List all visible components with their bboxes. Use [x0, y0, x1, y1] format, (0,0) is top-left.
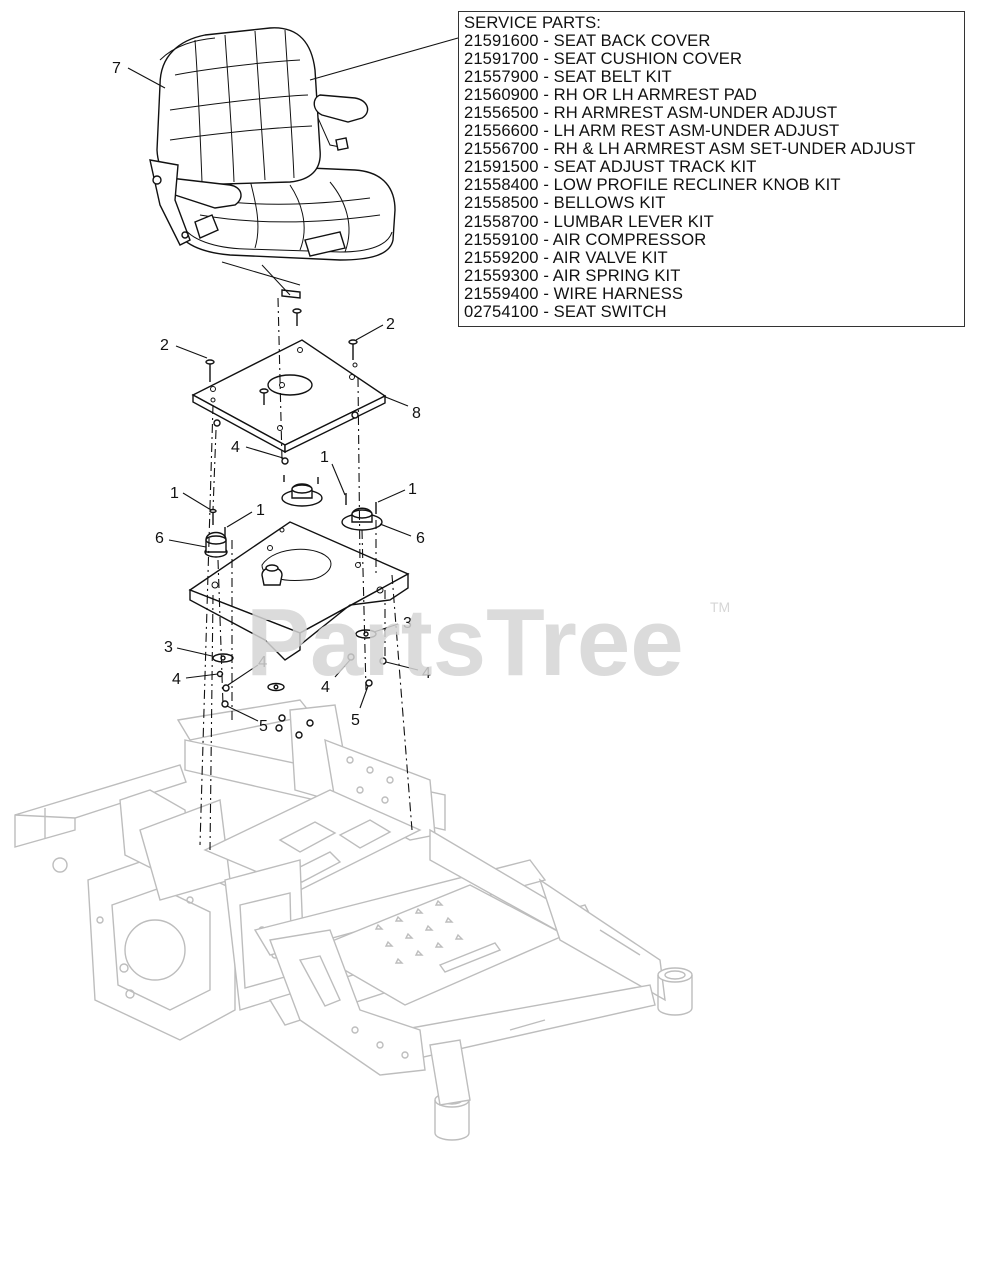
service-part-item: 21591600 - SEAT BACK COVER — [464, 31, 711, 51]
watermark-tm: TM — [710, 599, 730, 615]
service-part-item: 21558700 - LUMBAR LEVER KIT — [464, 211, 714, 231]
fasteners — [209, 411, 387, 739]
callout-2-left: 2 — [160, 337, 169, 354]
callout-2-right: 2 — [386, 316, 395, 333]
callout-6-left: 6 — [155, 530, 164, 547]
service-part-item: 21559200 - AIR VALVE KIT — [464, 247, 668, 267]
service-parts-box: SERVICE PARTS: 21591600 - SEAT BACK COVE… — [458, 11, 965, 327]
service-parts-title: SERVICE PARTS: — [464, 13, 601, 32]
service-part-item: 21558500 - BELLOWS KIT — [464, 193, 666, 213]
carriage-bolts — [205, 308, 358, 405]
service-part-item: 21591500 - SEAT ADJUST TRACK KIT — [464, 157, 757, 177]
seat-assembly — [149, 27, 396, 299]
service-part-item: 21556700 - RH & LH ARMREST ASM SET-UNDER… — [464, 139, 916, 159]
callout-4-top: 4 — [231, 439, 240, 456]
service-part-item: 02754100 - SEAT SWITCH — [464, 301, 667, 321]
service-part-item: 21559300 - AIR SPRING KIT — [464, 265, 681, 285]
callout-leaders — [127, 37, 459, 722]
service-part-item: 21558400 - LOW PROFILE RECLINER KNOB KIT — [464, 175, 841, 195]
partstree-watermark: PartsTree TM — [246, 589, 730, 696]
callout-4-left-a: 4 — [172, 671, 181, 688]
service-part-item: 21556500 - RH ARMREST ASM-UNDER ADJUST — [464, 103, 838, 123]
service-part-item: 21559100 - AIR COMPRESSOR — [464, 229, 707, 249]
callout-7: 7 — [112, 60, 121, 77]
callout-1-left-b: 1 — [256, 502, 265, 519]
service-part-item: 21591700 - SEAT CUSHION COVER — [464, 49, 743, 69]
callout-1-center: 1 — [320, 449, 329, 466]
callout-8: 8 — [412, 405, 421, 422]
assembly-centerlines — [199, 297, 413, 851]
callout-4-center: 4 — [321, 679, 330, 696]
service-part-item: 21557900 - SEAT BELT KIT — [464, 67, 672, 87]
watermark-text: PartsTree — [246, 589, 684, 696]
callout-numbers: 7 2 2 8 4 1 1 1 1 6 6 3 3 4 4 4 4 5 5 — [112, 60, 431, 735]
seat-support-bracket — [188, 521, 410, 661]
callout-3-left: 3 — [164, 639, 173, 656]
callout-5-left: 5 — [259, 718, 268, 735]
service-part-item: 21556600 - LH ARM REST ASM-UNDER ADJUST — [464, 121, 840, 141]
callout-1-left-a: 1 — [170, 485, 179, 502]
mower-frame — [14, 699, 693, 1141]
service-part-item: 21560900 - RH OR LH ARMREST PAD — [464, 85, 757, 105]
callout-6-right: 6 — [416, 530, 425, 547]
callout-4-left-b: 4 — [258, 654, 267, 671]
callout-3-right: 3 — [403, 615, 412, 632]
seat-mount-plate — [191, 339, 387, 454]
service-part-item: 21559400 - WIRE HARNESS — [464, 283, 684, 303]
callout-1-right: 1 — [408, 481, 417, 498]
callout-4-right: 4 — [422, 665, 431, 682]
callout-5-right: 5 — [351, 712, 360, 729]
isolation-mounts — [204, 483, 383, 558]
